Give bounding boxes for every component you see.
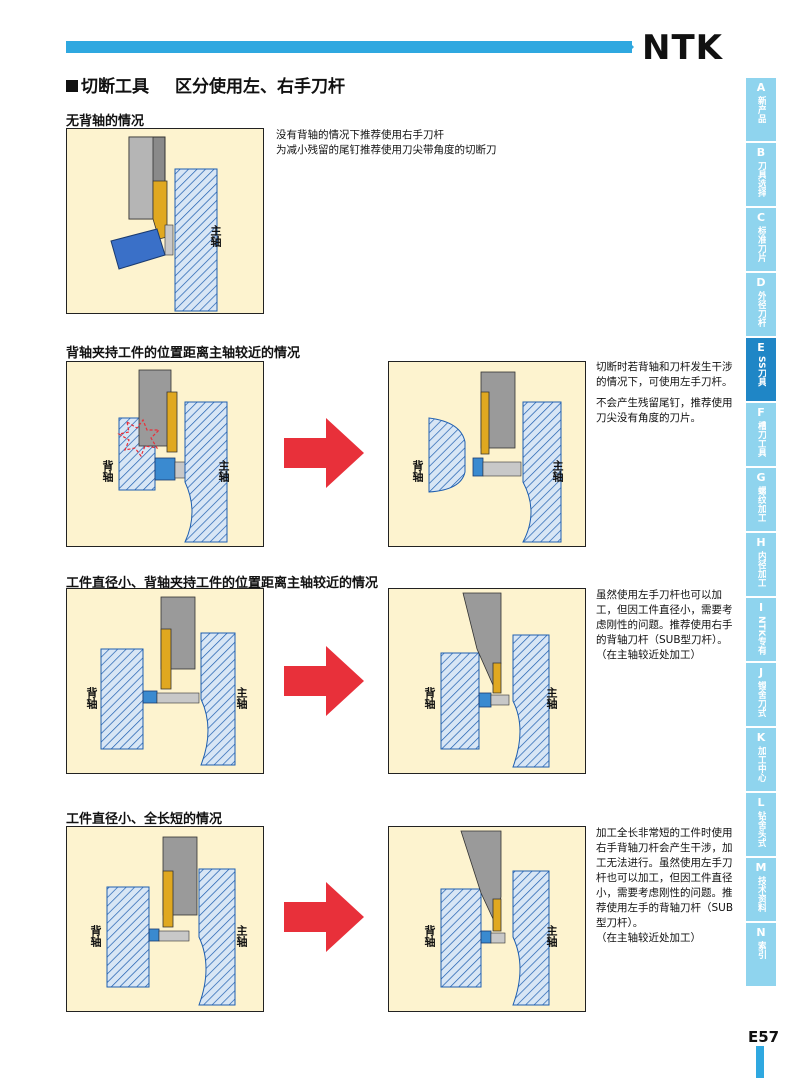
sub-spindle-label: 背轴 [411,460,424,482]
section-2-desc-1: 切断时若背轴和刀杆发生干涉的情况下，可使用左手刀杆。 [596,361,733,388]
main-spindle-label: 主轴 [235,925,248,947]
title-part1: 切断工具 [81,77,149,97]
section-3-description: 虽然使用左手刀杆也可以加工，但因工件直径小，需要考虑刚性的问题。推荐使用右手的背… [596,588,734,669]
section-4-title: 工件直径小、全长短的情况 [66,812,223,827]
section-4-desc-2: （在主轴较近处加工） [596,932,701,944]
main-spindle-label: 主轴 [217,460,230,482]
header-accent-tip [628,41,634,53]
diagram-2-after: 背轴 主轴 [388,361,586,547]
section-4-description: 加工全长非常短的工件时使用右手背轴刀杆会产生干涉，加工无法进行。虽然使用左手刀杆… [596,826,734,952]
header-accent-bar [66,41,632,53]
diagram-3-before: 背轴 主轴 [66,588,264,774]
diagram-2-before: 背轴 主轴 [66,361,264,547]
main-spindle-label: 主轴 [209,225,222,247]
sub-spindle-label: 背轴 [89,925,102,947]
diagram-4-after: 背轴 主轴 [388,826,586,1012]
diagram-3-after: 背轴 主轴 [388,588,586,774]
section-3-title: 工件直径小、背轴夹持工件的位置距离主轴较近的情况 [66,576,379,591]
main-spindle-label: 主轴 [235,687,248,709]
diagram-1: 主轴 [66,128,264,314]
transition-arrow-icon [284,646,364,716]
sub-spindle-label: 背轴 [85,687,98,709]
title-part2: 区分使用左、右手刀杆 [175,77,345,97]
section-2-title: 背轴夹持工件的位置距离主轴较近的情况 [66,346,301,361]
diagram-4-before: 背轴 主轴 [66,826,264,1012]
main-spindle-label: 主轴 [545,925,558,947]
section-2-description: 切断时若背轴和刀杆发生干涉的情况下，可使用左手刀杆。 不会产生残留尾钉，推荐使用… [596,360,734,432]
section-1-desc-2: 为减小残留的尾钉推荐使用刀尖带角度的切断刀 [276,144,497,156]
section-1-desc-1: 没有背轴的情况下推荐使用右手刀杆 [276,129,444,141]
page-number: E57 [748,1028,780,1046]
section-3-desc-1: 虽然使用左手刀杆也可以加工，但因工件直径小，需要考虑刚性的问题。推荐使用右手的背… [596,589,733,661]
sub-spindle-label: 背轴 [101,460,114,482]
sub-spindle-label: 背轴 [423,687,436,709]
page-title: 切断工具 区分使用左、右手刀杆 [66,72,345,97]
transition-arrow-icon [284,882,364,952]
section-4-desc-1: 加工全长非常短的工件时使用右手背轴刀杆会产生干涉，加工无法进行。虽然使用左手刀杆… [596,827,734,929]
page-number-bar [756,1046,764,1078]
main-spindle-label: 主轴 [551,460,564,482]
section-1-description: 没有背轴的情况下推荐使用右手刀杆 为减小残留的尾钉推荐使用刀尖带角度的切断刀 [276,128,546,164]
section-1-title: 无背轴的情况 [66,114,145,129]
main-spindle-label: 主轴 [545,687,558,709]
ntk-logo: NTK [642,28,723,68]
transition-arrow-icon [284,418,364,488]
section-2-desc-2: 不会产生残留尾钉，推荐使用刀尖没有角度的刀片。 [596,397,733,424]
sub-spindle-label: 背轴 [423,925,436,947]
title-square-icon [66,80,78,92]
